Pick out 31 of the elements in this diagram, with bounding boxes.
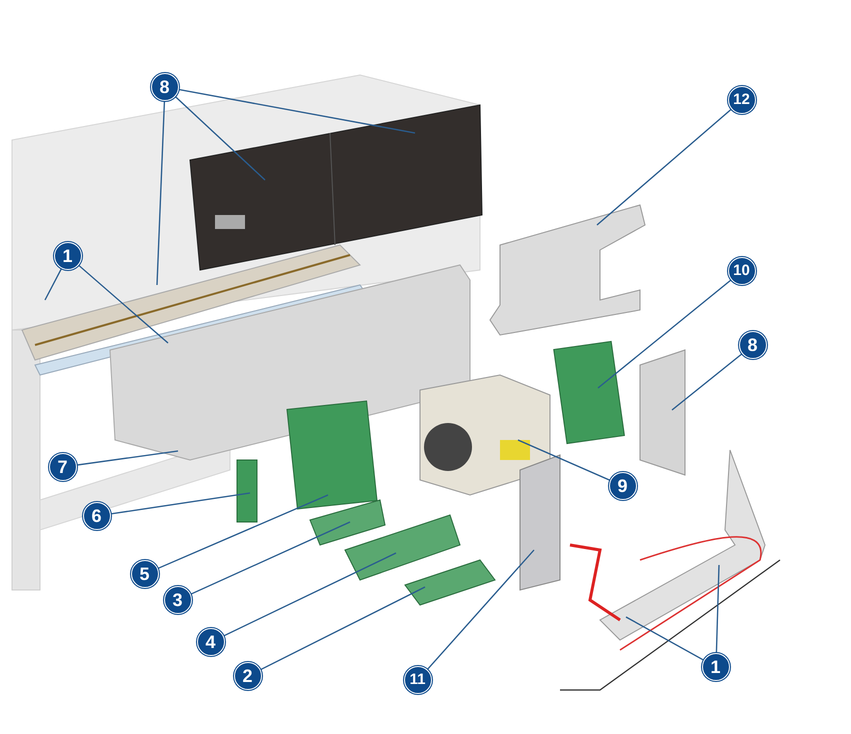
callout-number: 10 — [728, 256, 756, 284]
callout-number: 9 — [608, 472, 636, 500]
leader-line — [260, 586, 426, 670]
callout-number: 7 — [48, 452, 76, 480]
leader-line — [78, 264, 168, 344]
leader-line — [598, 279, 732, 388]
leader-line — [626, 616, 704, 661]
callout-number: 8 — [150, 72, 178, 100]
callout-number: 11 — [404, 666, 432, 694]
callout-number: 4 — [196, 628, 224, 656]
callout-number: 3 — [164, 586, 192, 614]
leader-line — [110, 492, 250, 515]
leader-line — [178, 88, 416, 134]
callout-number: 6 — [82, 502, 110, 530]
leader-line — [190, 521, 350, 595]
leader-line — [672, 353, 742, 410]
leader-line — [518, 439, 610, 481]
callout-number: 1 — [702, 652, 730, 680]
leader-line — [76, 450, 178, 466]
callout-number: 12 — [728, 86, 756, 114]
leader-line — [158, 494, 328, 570]
callout-number: 2 — [234, 662, 262, 690]
leader-line — [223, 552, 396, 637]
leader-line — [716, 564, 720, 654]
leader-line — [174, 96, 266, 180]
callout-number: 5 — [130, 560, 158, 588]
callout-number: 8 — [738, 330, 766, 358]
leader-line — [44, 268, 62, 300]
leader-line — [426, 550, 534, 670]
leader-line — [596, 108, 732, 226]
leader-line — [156, 100, 166, 286]
